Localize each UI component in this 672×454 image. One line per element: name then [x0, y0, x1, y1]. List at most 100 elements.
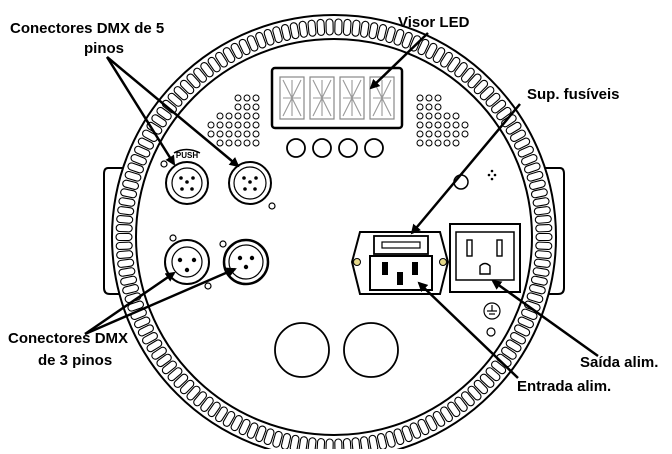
rim-notch	[447, 401, 461, 418]
rim-notch	[200, 62, 214, 78]
rim-notch	[137, 137, 154, 150]
rim-notch	[342, 438, 352, 454]
rim-notch	[186, 385, 201, 401]
rim-notch	[298, 20, 309, 38]
rim-notch	[122, 284, 140, 295]
button-up	[312, 138, 332, 158]
rim-notch	[215, 406, 228, 423]
rim-notch	[535, 223, 553, 233]
rim-notch	[161, 99, 177, 114]
rim-notch	[255, 31, 267, 49]
rim-notch	[467, 73, 482, 89]
rim-notch	[530, 188, 548, 199]
rim-notch	[473, 379, 489, 395]
rim-notch	[280, 24, 292, 41]
rim-notch	[521, 153, 538, 166]
rim-notch	[316, 18, 326, 36]
led-digit-icon	[339, 76, 365, 120]
rim-notch	[417, 418, 430, 436]
rim-notch	[534, 250, 552, 260]
rim-notch	[238, 38, 251, 56]
label-power-in: Entrada alim.	[517, 378, 612, 395]
rim-notch	[115, 241, 133, 251]
rim-notch	[272, 26, 283, 44]
rim-notch	[533, 206, 551, 216]
label-dmx3-line2: de 3 pinos	[38, 352, 113, 369]
rim-notch	[263, 28, 275, 46]
rim-notch	[120, 188, 138, 199]
rim-notch	[432, 410, 446, 427]
rim-notch	[117, 258, 135, 268]
rim-notch	[263, 428, 275, 446]
rim-notch	[447, 56, 461, 73]
arrow-dmx3-in	[84, 271, 176, 336]
power-outlet	[449, 223, 521, 293]
rim-notch	[526, 292, 544, 304]
label-dmx5-line2: pinos	[84, 40, 124, 57]
arrow-dmx3-out	[84, 267, 237, 336]
button-down	[338, 138, 358, 158]
rim-notch	[151, 114, 167, 128]
rim-notch	[272, 430, 283, 448]
rim-notch	[316, 438, 326, 454]
rim-notch	[334, 18, 343, 36]
rim-notch	[230, 42, 243, 59]
rim-notch	[137, 324, 154, 337]
rim-notch	[401, 425, 413, 443]
rim-notch	[393, 428, 405, 446]
rim-notch	[479, 86, 495, 101]
rim-notch	[351, 19, 361, 37]
rim-notch	[530, 275, 548, 286]
rim-notch	[246, 35, 259, 52]
rim-notch	[409, 422, 422, 439]
rim-notch	[496, 106, 512, 121]
rim-notch	[179, 79, 195, 95]
rim-notch	[473, 79, 489, 95]
rim-notch	[167, 367, 183, 382]
rim-notch	[510, 129, 526, 143]
rim-notch	[517, 145, 534, 158]
rim-notch	[124, 170, 142, 182]
leader-arrows	[84, 32, 599, 379]
dmx5-in-connector	[160, 160, 209, 205]
rim-notch	[179, 379, 195, 395]
rim-notch	[193, 391, 208, 407]
rim-notch	[146, 339, 163, 353]
button-menu	[286, 138, 306, 158]
ground-symbol-icon	[483, 302, 501, 320]
rim-notch	[325, 438, 334, 454]
rim-notch	[116, 250, 134, 260]
rim-notch	[238, 418, 251, 436]
rim-notch	[385, 26, 396, 44]
rim-notch	[142, 129, 158, 143]
rim-notch	[491, 360, 507, 375]
rim-notch	[222, 47, 236, 64]
cable-hole-right	[343, 322, 399, 378]
rim-notch	[535, 241, 553, 251]
rim-notch	[151, 346, 167, 360]
rim-notch	[289, 22, 300, 40]
dmx5-out-connector	[228, 161, 276, 210]
screw-hole	[486, 327, 496, 337]
arrow-fuse-holder	[410, 103, 521, 235]
rim-notch	[485, 92, 501, 107]
rim-notch	[207, 401, 221, 418]
rim-notch	[127, 162, 144, 174]
label-fuse-holder: Sup. fusíveis	[527, 86, 620, 103]
label-dmx5-line1: Conectores DMX de 5	[10, 20, 165, 37]
arrow-led-display	[369, 32, 429, 90]
rim-notch	[376, 24, 388, 41]
rim-notch	[514, 324, 531, 337]
rim-notch	[173, 86, 189, 101]
label-led-display: Visor LED	[398, 14, 470, 31]
label-power-out: Saída alim.	[580, 354, 659, 371]
rim-notch	[200, 396, 214, 412]
push-label: PUSH	[176, 151, 198, 160]
rim-notch	[521, 308, 538, 321]
rim-notch	[156, 353, 172, 368]
rim-notch	[524, 162, 541, 174]
rim-notch	[120, 275, 138, 286]
arrow-power-in	[417, 281, 519, 379]
